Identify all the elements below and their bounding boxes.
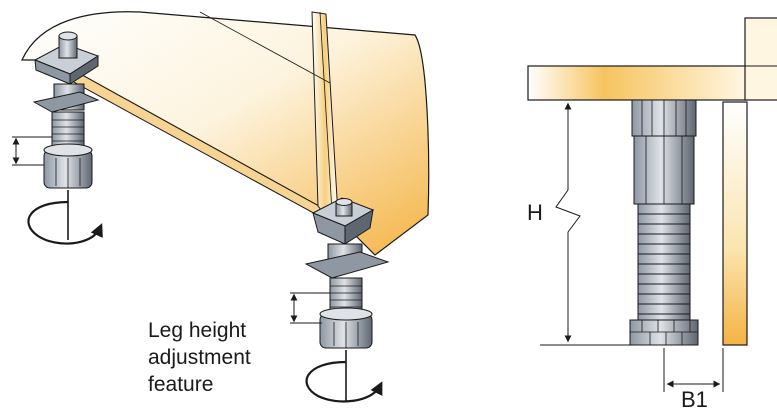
caption-line-1: Leg height	[148, 319, 246, 342]
caption-line-2: adjustment	[148, 346, 251, 369]
caption-leg-height-adjustment: Leg height adjustment feature	[148, 319, 251, 396]
caption-line-3: feature	[148, 373, 213, 396]
rotation-arrow-icon	[27, 190, 103, 245]
height-adjust-dimension-middle	[290, 292, 330, 324]
rotation-arrow-icon	[305, 350, 383, 403]
cabinet-bottom-panel	[527, 65, 747, 101]
cabinet-section-view: H B1	[527, 17, 777, 410]
offset-dimension-label: B1	[681, 387, 708, 410]
height-adjust-dimension-left	[12, 136, 52, 166]
adjustable-leg-icon	[304, 197, 390, 349]
panel-diagonal-line	[199, 11, 331, 84]
plinth-board	[722, 101, 748, 346]
height-dimension-label: H	[527, 200, 543, 225]
cabinet-side-wall	[744, 17, 777, 101]
cabinet-base-perspective	[21, 11, 430, 256]
height-dimension	[540, 99, 632, 346]
offset-dimension	[663, 348, 724, 392]
panel-seam-line	[319, 11, 333, 213]
adjustable-leg-icon	[32, 31, 100, 189]
adjustable-leg-profile-icon	[629, 99, 699, 346]
